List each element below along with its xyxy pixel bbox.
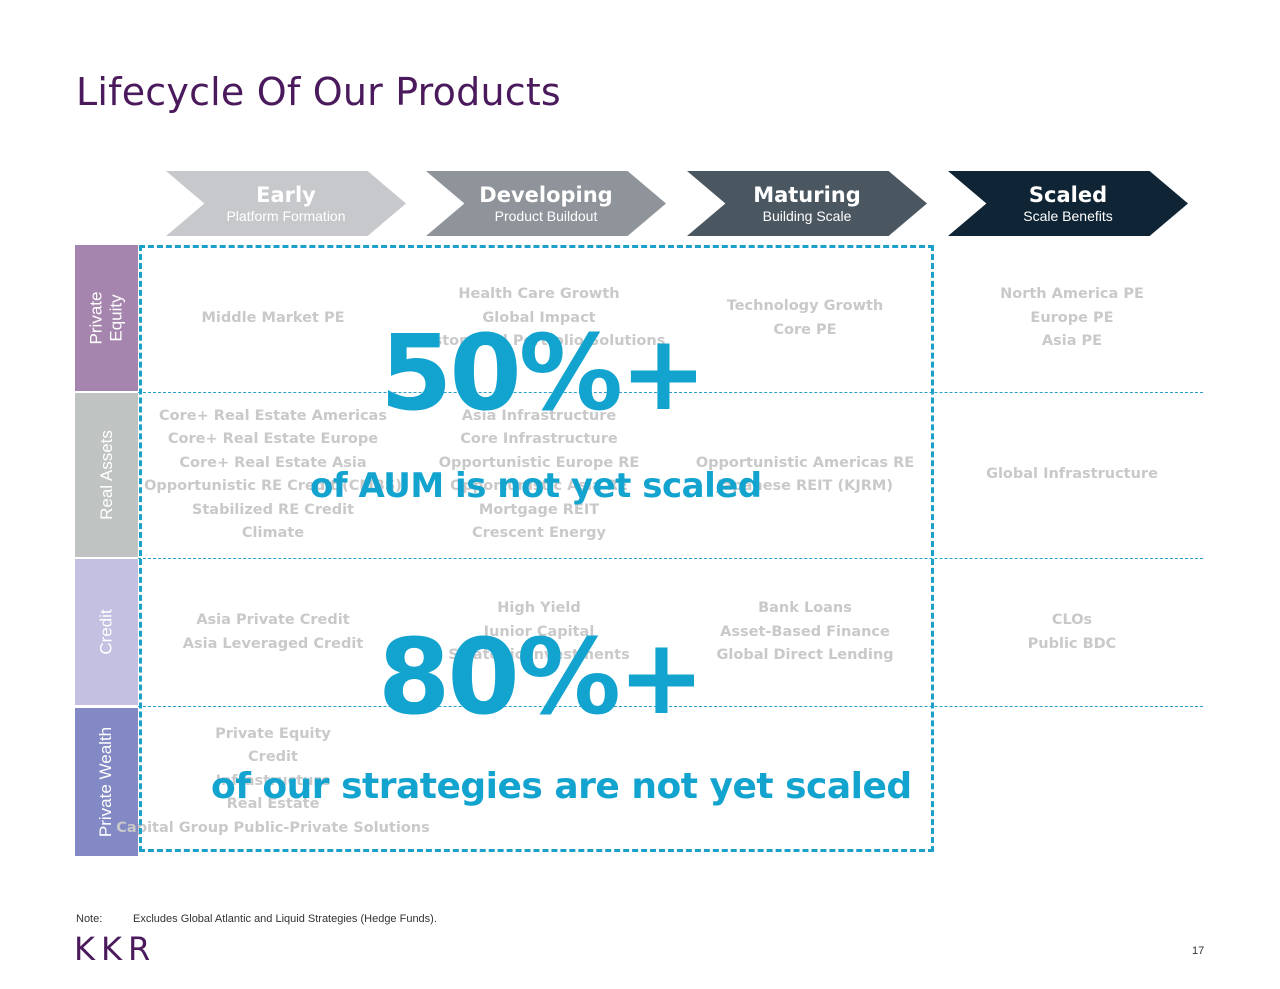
product-item: Public BDC: [1027, 635, 1117, 652]
product-item: Opportunistic Americas RE: [695, 454, 915, 471]
stage-developing-chevron: Developing Product Buildout: [426, 171, 666, 236]
product-item: Opportunistic Asia RE: [450, 478, 628, 494]
strategies-caption: of our strategies are not yet scaled: [211, 766, 912, 807]
product-cell: Opportunistic Americas RE Japanese REIT (…: [672, 394, 938, 556]
product-item: Global Impact: [482, 309, 596, 326]
stage-name: Scaled: [1028, 182, 1108, 207]
product-item: Capital Group Public-Private Solutions: [116, 819, 430, 836]
product-item: High Yield: [497, 600, 581, 617]
product-item: CLOs: [1051, 612, 1093, 628]
product-cell: Global Infrastructure: [939, 394, 1205, 556]
product-item: Crescent Energy: [471, 525, 607, 541]
product-item: Health Care Growth: [458, 286, 620, 303]
row-divider: [138, 706, 1203, 707]
category-label: Private Equity: [86, 291, 126, 345]
product-cell: Middle Market PE: [140, 247, 406, 390]
product-item: Core+ Real Estate Europe: [167, 431, 379, 447]
product-item: Asia PE: [1041, 333, 1103, 350]
category-credit: Credit: [75, 559, 138, 705]
product-item: Customized Portfolio Solutions: [412, 333, 666, 350]
product-item: Middle Market PE: [201, 309, 345, 326]
kkr-logo: KKR: [74, 930, 157, 968]
note-text: Excludes Global Atlantic and Liquid Stra…: [133, 913, 437, 925]
product-item: Core+ Real Estate Americas: [159, 407, 387, 424]
stage-subtitle: Scale Benefits: [1023, 207, 1113, 224]
product-item: Climate: [241, 525, 305, 541]
stage-subtitle: Platform Formation: [226, 207, 346, 224]
category-private-equity: Private Equity: [75, 245, 138, 391]
product-item: Credit: [248, 749, 298, 766]
stage-name: Developing: [479, 182, 613, 207]
product-item: Real Estate: [226, 796, 320, 813]
stage-scaled-chevron: Scaled Scale Benefits: [948, 171, 1188, 236]
product-cell: [939, 709, 1205, 854]
product-item: Bank Loans: [758, 600, 852, 617]
aum-stat: 50%+: [380, 312, 707, 434]
stage-subtitle: Building Scale: [762, 207, 852, 224]
stage-name: Early: [256, 182, 316, 207]
note-label: Note:: [76, 913, 103, 925]
row-divider: [138, 392, 1203, 393]
product-item: Asset-Based Finance: [720, 623, 890, 640]
product-item: Opportunistic RE Credit (CMBS): [144, 478, 402, 494]
page-number: 17: [1192, 945, 1205, 957]
row-divider: [138, 558, 1203, 559]
product-item: Global Infrastructure: [986, 466, 1158, 483]
product-item: Core PE: [773, 321, 837, 338]
product-item: Mortgage REIT: [478, 501, 600, 518]
product-item: Europe PE: [1030, 309, 1114, 326]
aum-caption: of AUM is not yet scaled: [310, 466, 762, 506]
product-cell: North America PE Europe PE Asia PE: [939, 247, 1205, 390]
category-label: Private Wealth: [96, 726, 116, 838]
not-yet-scaled-box: [139, 245, 934, 852]
product-item: Stabilized RE Credit: [191, 501, 355, 518]
category-real-assets: Real Assets: [75, 393, 138, 557]
strategies-stat: 80%+: [378, 616, 705, 738]
product-item: Japanese REIT (KJRM): [717, 478, 893, 494]
stage-maturing-chevron: Maturing Building Scale: [687, 171, 927, 236]
stage-early-chevron: Early Platform Formation: [166, 171, 406, 236]
product-item: Core+ Real Estate Asia: [179, 454, 367, 471]
category-private-wealth: Private Wealth: [75, 708, 138, 856]
product-item: Private Equity: [215, 725, 331, 742]
product-item: Asia Infrastructure: [461, 407, 617, 424]
product-item: Technology Growth: [726, 298, 884, 314]
category-label: Real Assets: [96, 430, 116, 520]
category-label: Credit: [96, 609, 116, 655]
product-item: Infrastructure: [215, 772, 331, 789]
stage-subtitle: Product Buildout: [494, 207, 598, 224]
product-item: Asia Private Credit: [196, 612, 350, 628]
stage-name: Maturing: [753, 182, 861, 207]
product-item: Strategic Investments: [448, 647, 630, 664]
page-title: Lifecycle Of Our Products: [76, 70, 561, 114]
product-item: Opportunistic Europe RE: [438, 454, 640, 471]
product-item: Junior Capital: [483, 623, 595, 640]
product-item: Core Infrastructure: [460, 431, 618, 447]
product-item: Asia Leveraged Credit: [182, 635, 364, 652]
product-item: North America PE: [1000, 286, 1144, 303]
product-item: Global Direct Lending: [716, 647, 894, 664]
